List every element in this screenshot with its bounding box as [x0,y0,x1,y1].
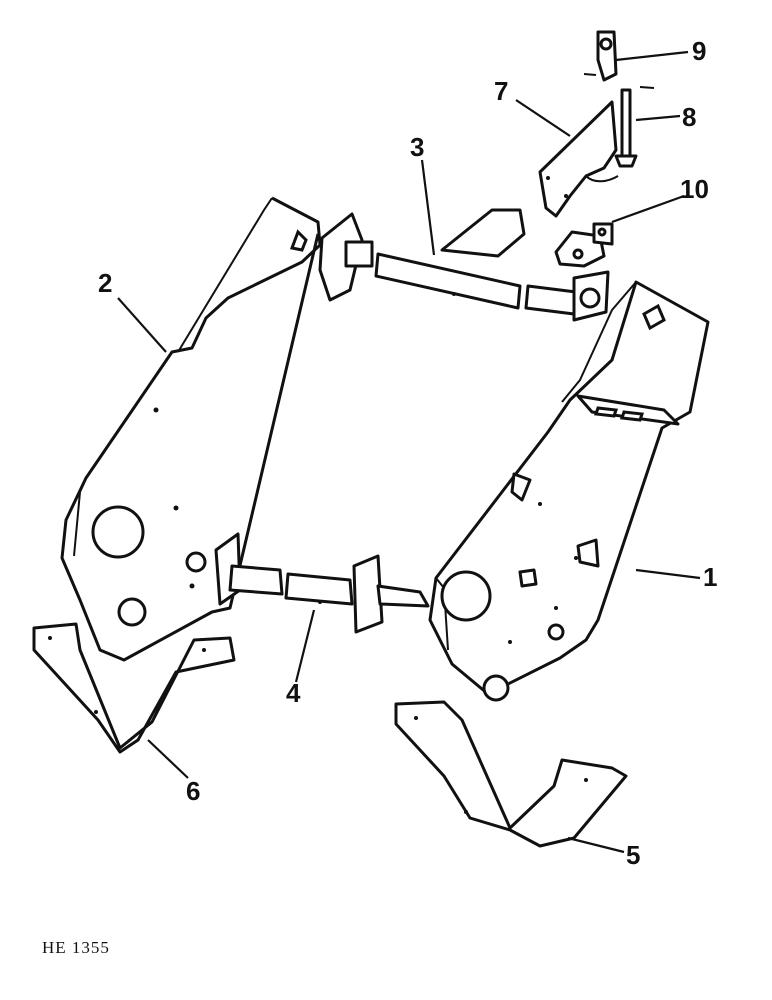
leader-6 [147,739,189,779]
leader-7 [515,99,571,137]
callout-8: 8 [682,102,696,132]
callout-2: 2 [98,268,112,298]
leader-5 [567,836,625,854]
callout-5: 5 [626,840,640,870]
callout-numbers: 1 2 3 4 5 6 7 8 9 10 [98,36,717,870]
upper-cross-tube [318,208,610,322]
leader-10 [611,194,685,224]
clamp [554,222,614,268]
figure-code: HE 1355 [42,938,110,957]
callout-leaders [117,50,701,854]
callout-9: 9 [692,36,706,66]
callout-1: 1 [703,562,717,592]
bracket [538,100,619,218]
leader-3 [420,159,436,256]
leader-4 [294,609,316,683]
lower-cross-tube [214,532,430,634]
clip [583,30,655,89]
leader-1 [635,568,701,580]
bolt [614,88,638,168]
leader-8 [635,114,681,122]
callout-7: 7 [494,76,508,106]
right-side-plate [428,280,710,702]
leader-2 [117,297,167,353]
callout-3: 3 [410,132,424,162]
right-skid [394,700,628,848]
left-side-plate [60,196,322,662]
callout-6: 6 [186,776,200,806]
callout-4: 4 [286,678,301,708]
left-skid [32,622,236,754]
leader-9 [615,50,689,62]
callout-10: 10 [680,174,709,204]
